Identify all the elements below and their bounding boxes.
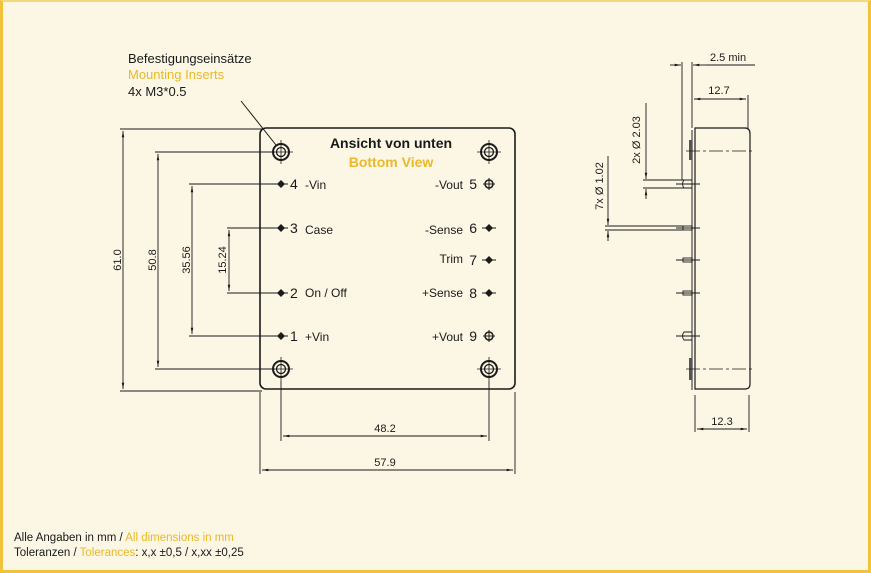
pin-2: 2 On / Off <box>274 285 347 301</box>
callout-spec: 4x M3*0.5 <box>128 84 187 99</box>
dim-12-3: 12.3 <box>711 416 732 428</box>
dim-15-24: 15.24 <box>217 246 229 274</box>
pin-6-label: -Sense <box>425 223 463 237</box>
pin-1-number: 1 <box>290 328 298 344</box>
dim-12-7: 12.7 <box>708 85 729 97</box>
side-pin-large-top <box>676 179 700 189</box>
footer-tol-de: Toleranzen / <box>14 547 80 559</box>
footer-units-de: Alle Angaben in mm / <box>14 532 126 544</box>
mounting-hole-bottom-right <box>477 357 501 381</box>
mounting-hole-top-right <box>477 140 501 164</box>
bottom-view-title-en: Bottom View <box>349 154 434 170</box>
pin-1-label: +Vin <box>305 330 329 344</box>
dim-2-5-min: 2.5 min <box>710 52 746 64</box>
pin-6-number: 6 <box>469 220 477 236</box>
callout-de: Befestigungseinsätze <box>128 51 252 66</box>
footer-units: Alle Angaben in mm / All dimensions in m… <box>14 532 234 544</box>
module-outline-bottom <box>259 127 516 390</box>
pin-7-number: 7 <box>469 252 477 268</box>
pin-4-number: 4 <box>290 176 298 192</box>
pin-5-number: 5 <box>469 176 477 192</box>
pin-3: 3 Case <box>274 220 333 237</box>
bottom-view-title-de: Ansicht von unten <box>330 135 452 151</box>
pin-4-label: -Vin <box>305 178 326 192</box>
callout-en: Mounting Inserts <box>128 67 225 82</box>
pin-2-number: 2 <box>290 285 298 301</box>
dim-35-56: 35.56 <box>181 246 193 274</box>
dim-48-2: 48.2 <box>374 423 395 435</box>
footer-tol-en: Tolerances <box>79 547 136 559</box>
module-side-view <box>686 127 754 390</box>
dim-57-9: 57.9 <box>374 457 395 469</box>
pin-7-label: Trim <box>439 252 463 266</box>
pin-2-label: On / Off <box>305 286 347 300</box>
footer-tol-values: : x,x ±0,5 / x,xx ±0,25 <box>135 547 244 559</box>
footer-tolerances: Toleranzen / Tolerances: x,x ±0,5 / x,xx… <box>14 547 244 559</box>
pin-8: 8 +Sense <box>422 285 496 301</box>
pin-3-number: 3 <box>290 220 298 236</box>
footer-units-en: All dimensions in mm <box>125 532 234 544</box>
pin-1: 1 +Vin <box>274 328 329 344</box>
dim-small-pin-dia: 7x Ø 1.02 <box>594 162 606 210</box>
dim-50-8: 50.8 <box>147 249 159 270</box>
callout-leader <box>240 100 277 146</box>
pin-9: 9 +Vout <box>432 328 495 344</box>
dim-large-pin-dia: 2x Ø 2.03 <box>631 116 643 164</box>
pin-6: 6 -Sense <box>425 220 496 237</box>
pin-7: 7 Trim <box>439 252 496 268</box>
side-pin-small-2 <box>676 257 700 263</box>
side-pin-large-bottom <box>676 331 700 341</box>
pin-9-number: 9 <box>469 328 477 344</box>
pin-5-label: -Vout <box>435 178 464 192</box>
dim-61: 61.0 <box>112 249 124 270</box>
pin-8-number: 8 <box>469 285 477 301</box>
side-pin-small-3 <box>676 290 700 296</box>
pin-5: 5 -Vout <box>435 176 495 192</box>
pin-4: 4 -Vin <box>274 176 326 192</box>
pin-8-label: +Sense <box>422 286 463 300</box>
pin-9-label: +Vout <box>432 330 464 344</box>
pin-3-label: Case <box>305 223 333 237</box>
side-pin-small-1 <box>676 225 700 231</box>
